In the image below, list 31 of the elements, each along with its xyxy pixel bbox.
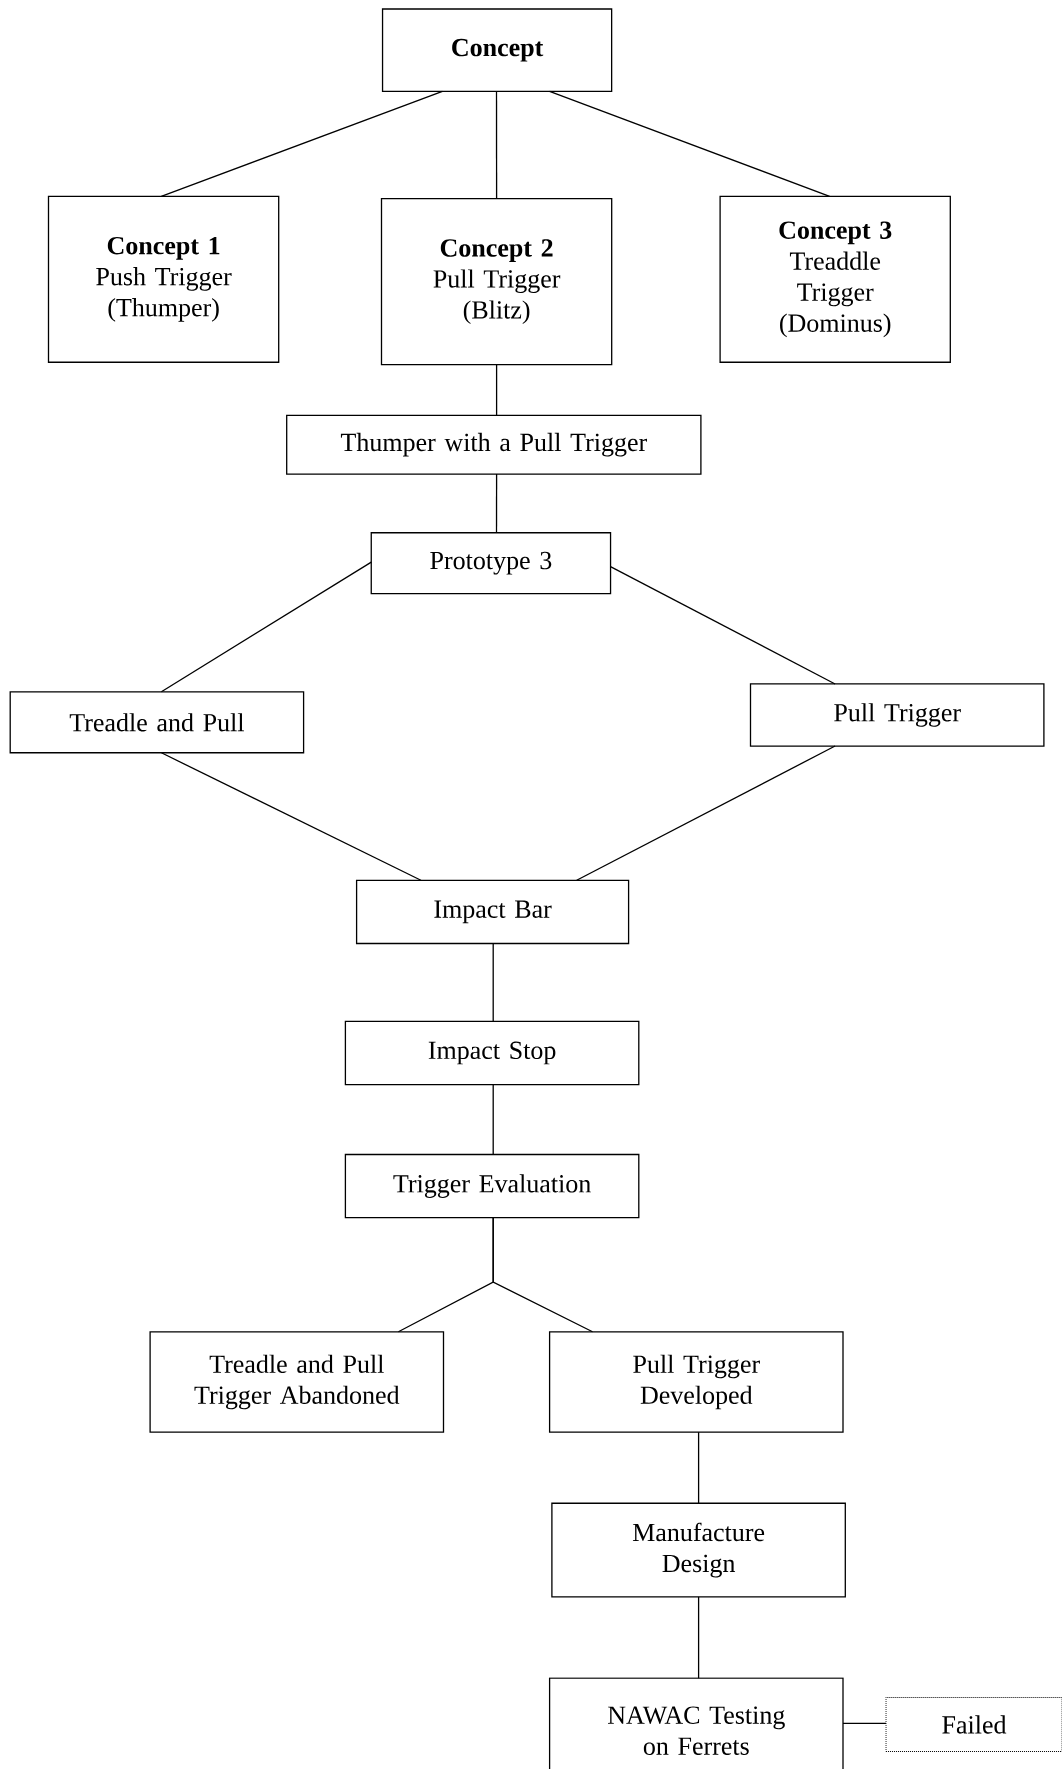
process-box: Concept 2 Pull Trigger (Blitz) xyxy=(380,198,613,366)
connector-line xyxy=(842,1722,887,1725)
connector-line xyxy=(495,473,498,534)
connector-line xyxy=(160,561,372,693)
process-box: Impact Stop xyxy=(344,1020,640,1086)
process-box: Failed xyxy=(885,1696,1062,1753)
connector-line xyxy=(697,1596,700,1679)
process-box: Prototype 3 xyxy=(370,532,612,595)
process-box: Concept xyxy=(381,8,613,93)
process-box: Pull Trigger Developed xyxy=(548,1331,844,1433)
process-box: Treadle and Pull xyxy=(9,691,305,754)
process-box: Impact Bar xyxy=(355,879,630,945)
connector-line xyxy=(160,90,444,197)
connector-line xyxy=(576,745,836,881)
connector-line xyxy=(609,565,836,685)
process-box: Trigger Evaluation xyxy=(344,1153,640,1219)
process-box: Concept 1 Push Trigger (Thumper) xyxy=(47,195,280,363)
connector-line xyxy=(492,1083,494,1156)
connector-line xyxy=(492,1217,594,1333)
process-box: Concept 3 Treaddle Trigger (Dominus) xyxy=(719,195,951,363)
connector-line xyxy=(495,90,498,200)
process-box: NAWAC Testing on Ferrets xyxy=(548,1677,844,1769)
process-box: Treadle and Pull Trigger Abandoned xyxy=(149,1331,445,1433)
connector-line xyxy=(697,1431,700,1504)
process-box: Pull Trigger xyxy=(749,683,1045,747)
connector-line xyxy=(495,363,498,417)
process-box: Thumper with a Pull Trigger xyxy=(286,414,702,475)
connector-line xyxy=(548,90,831,197)
process-box: Manufacture Design xyxy=(551,1502,846,1598)
connector-line xyxy=(160,752,422,881)
connector-line xyxy=(492,942,494,1023)
